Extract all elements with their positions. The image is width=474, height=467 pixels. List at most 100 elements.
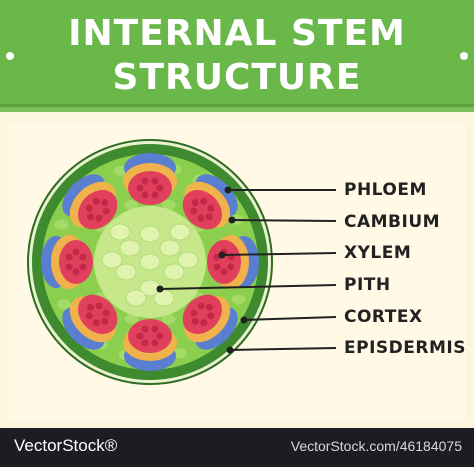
pith-cell <box>163 263 185 281</box>
xylem-vessel <box>87 213 95 221</box>
xylem-vessel <box>151 339 159 347</box>
xylem-vessel <box>65 253 73 261</box>
cortex-cell <box>124 199 139 210</box>
stem-cross-section <box>27 139 273 385</box>
cortex-cell <box>56 299 71 310</box>
xylem-vessel <box>227 263 235 271</box>
pith-cell <box>153 289 175 307</box>
xylem-vessel <box>190 309 198 317</box>
xylem-vessel <box>85 204 93 212</box>
xylem-vessel <box>101 199 109 207</box>
vascular-bundle <box>207 235 259 289</box>
pith-cell <box>109 223 131 241</box>
pin-right-icon <box>460 52 468 60</box>
xylem-vessel <box>95 214 103 222</box>
cortex-cell <box>54 219 69 230</box>
xylem-vessel <box>197 302 205 310</box>
cortex-cell <box>124 314 139 325</box>
xylem-vessel <box>191 317 199 325</box>
xylem-core <box>182 190 222 230</box>
xylem-vessel <box>136 332 144 340</box>
leader-dot <box>218 251 226 259</box>
xylem-vessel <box>197 214 205 222</box>
xylem-vessel <box>79 263 87 271</box>
label-phloem: PHLOEM <box>344 180 427 200</box>
xylem-core <box>59 240 93 284</box>
cortex-cell <box>172 348 187 359</box>
xylem-vessel <box>141 325 149 333</box>
vascular-bundle <box>123 153 177 205</box>
stem-cross-section-diagram <box>27 139 337 385</box>
xylem-vessel <box>200 319 208 327</box>
vascular-bundle <box>182 174 238 230</box>
watermark-url: VectorStock.com/46184075 <box>290 438 462 454</box>
xylem-vessel <box>136 184 144 192</box>
xylem-core <box>78 294 118 334</box>
leader-line <box>159 284 337 290</box>
xylem-vessel <box>191 199 199 207</box>
vascular-bundle <box>182 294 238 350</box>
xylem-vessel <box>207 204 215 212</box>
cortex-cell <box>161 199 176 210</box>
label-cambium: CAMBIUM <box>344 212 441 232</box>
xylem-core <box>78 190 118 230</box>
pith-cell <box>101 251 123 269</box>
vascular-bundle <box>62 174 118 230</box>
xylem-vessel <box>141 191 149 199</box>
label-cortex: CORTEX <box>344 307 423 327</box>
title-line-1: INTERNAL STEM <box>68 13 406 54</box>
xylem-vessel <box>205 213 213 221</box>
pin-left-icon <box>6 52 14 60</box>
leader-line <box>221 252 337 256</box>
vascular-bundle <box>62 294 118 350</box>
title-banner: INTERNAL STEM STRUCTURE <box>0 0 474 112</box>
xylem-vessel <box>65 263 73 271</box>
xylem-vessel <box>141 177 149 185</box>
xylem-vessel <box>72 248 80 256</box>
title-banner-face <box>0 0 474 107</box>
xylem-vessel <box>205 303 213 311</box>
xylem-vessel <box>213 263 221 271</box>
xylem-vessel <box>151 177 159 185</box>
watermark-bar: VectorStock® VectorStock.com/46184075 <box>0 428 474 467</box>
pith-cell <box>125 289 147 307</box>
xylem-vessel <box>151 191 159 199</box>
leader-line <box>243 316 337 321</box>
xylem-vessel <box>102 207 110 215</box>
leader-dot <box>228 216 236 224</box>
pith-cell <box>119 239 141 257</box>
xylem-vessel <box>151 325 159 333</box>
xylem-vessel <box>200 197 208 205</box>
pith-cell <box>115 263 137 281</box>
pith-cell <box>169 223 191 241</box>
pith-cell <box>139 253 161 271</box>
xylem-core <box>128 319 172 353</box>
xylem-core <box>207 240 241 284</box>
pith-cell <box>139 225 161 243</box>
label-episdermis: EPISDERMIS <box>344 338 466 358</box>
xylem-vessel <box>220 268 228 276</box>
cortex-cell <box>113 165 128 176</box>
vascular-bundle <box>41 235 93 289</box>
pith-cell <box>177 251 199 269</box>
cortex-cell <box>161 314 176 325</box>
cortex-cell <box>231 294 246 305</box>
title-line-2: STRUCTURE <box>112 57 362 98</box>
leader-line <box>231 219 337 222</box>
xylem-vessel <box>190 207 198 215</box>
label-leader-lines <box>156 186 337 354</box>
xylem-vessel <box>207 312 215 320</box>
xylem-core <box>128 171 172 205</box>
leader-dot <box>156 285 164 293</box>
leader-dot <box>226 346 234 354</box>
xylem-vessel <box>141 339 149 347</box>
pith-cell <box>159 239 181 257</box>
leader-dot <box>240 316 248 324</box>
label-pith: PITH <box>344 275 391 295</box>
leader-line <box>229 347 337 351</box>
leader-dot <box>224 186 232 194</box>
vascular-bundle <box>123 319 177 371</box>
label-xylem: XYLEM <box>344 243 412 263</box>
xylem-vessel <box>72 268 80 276</box>
xylem-vessel <box>92 319 100 327</box>
